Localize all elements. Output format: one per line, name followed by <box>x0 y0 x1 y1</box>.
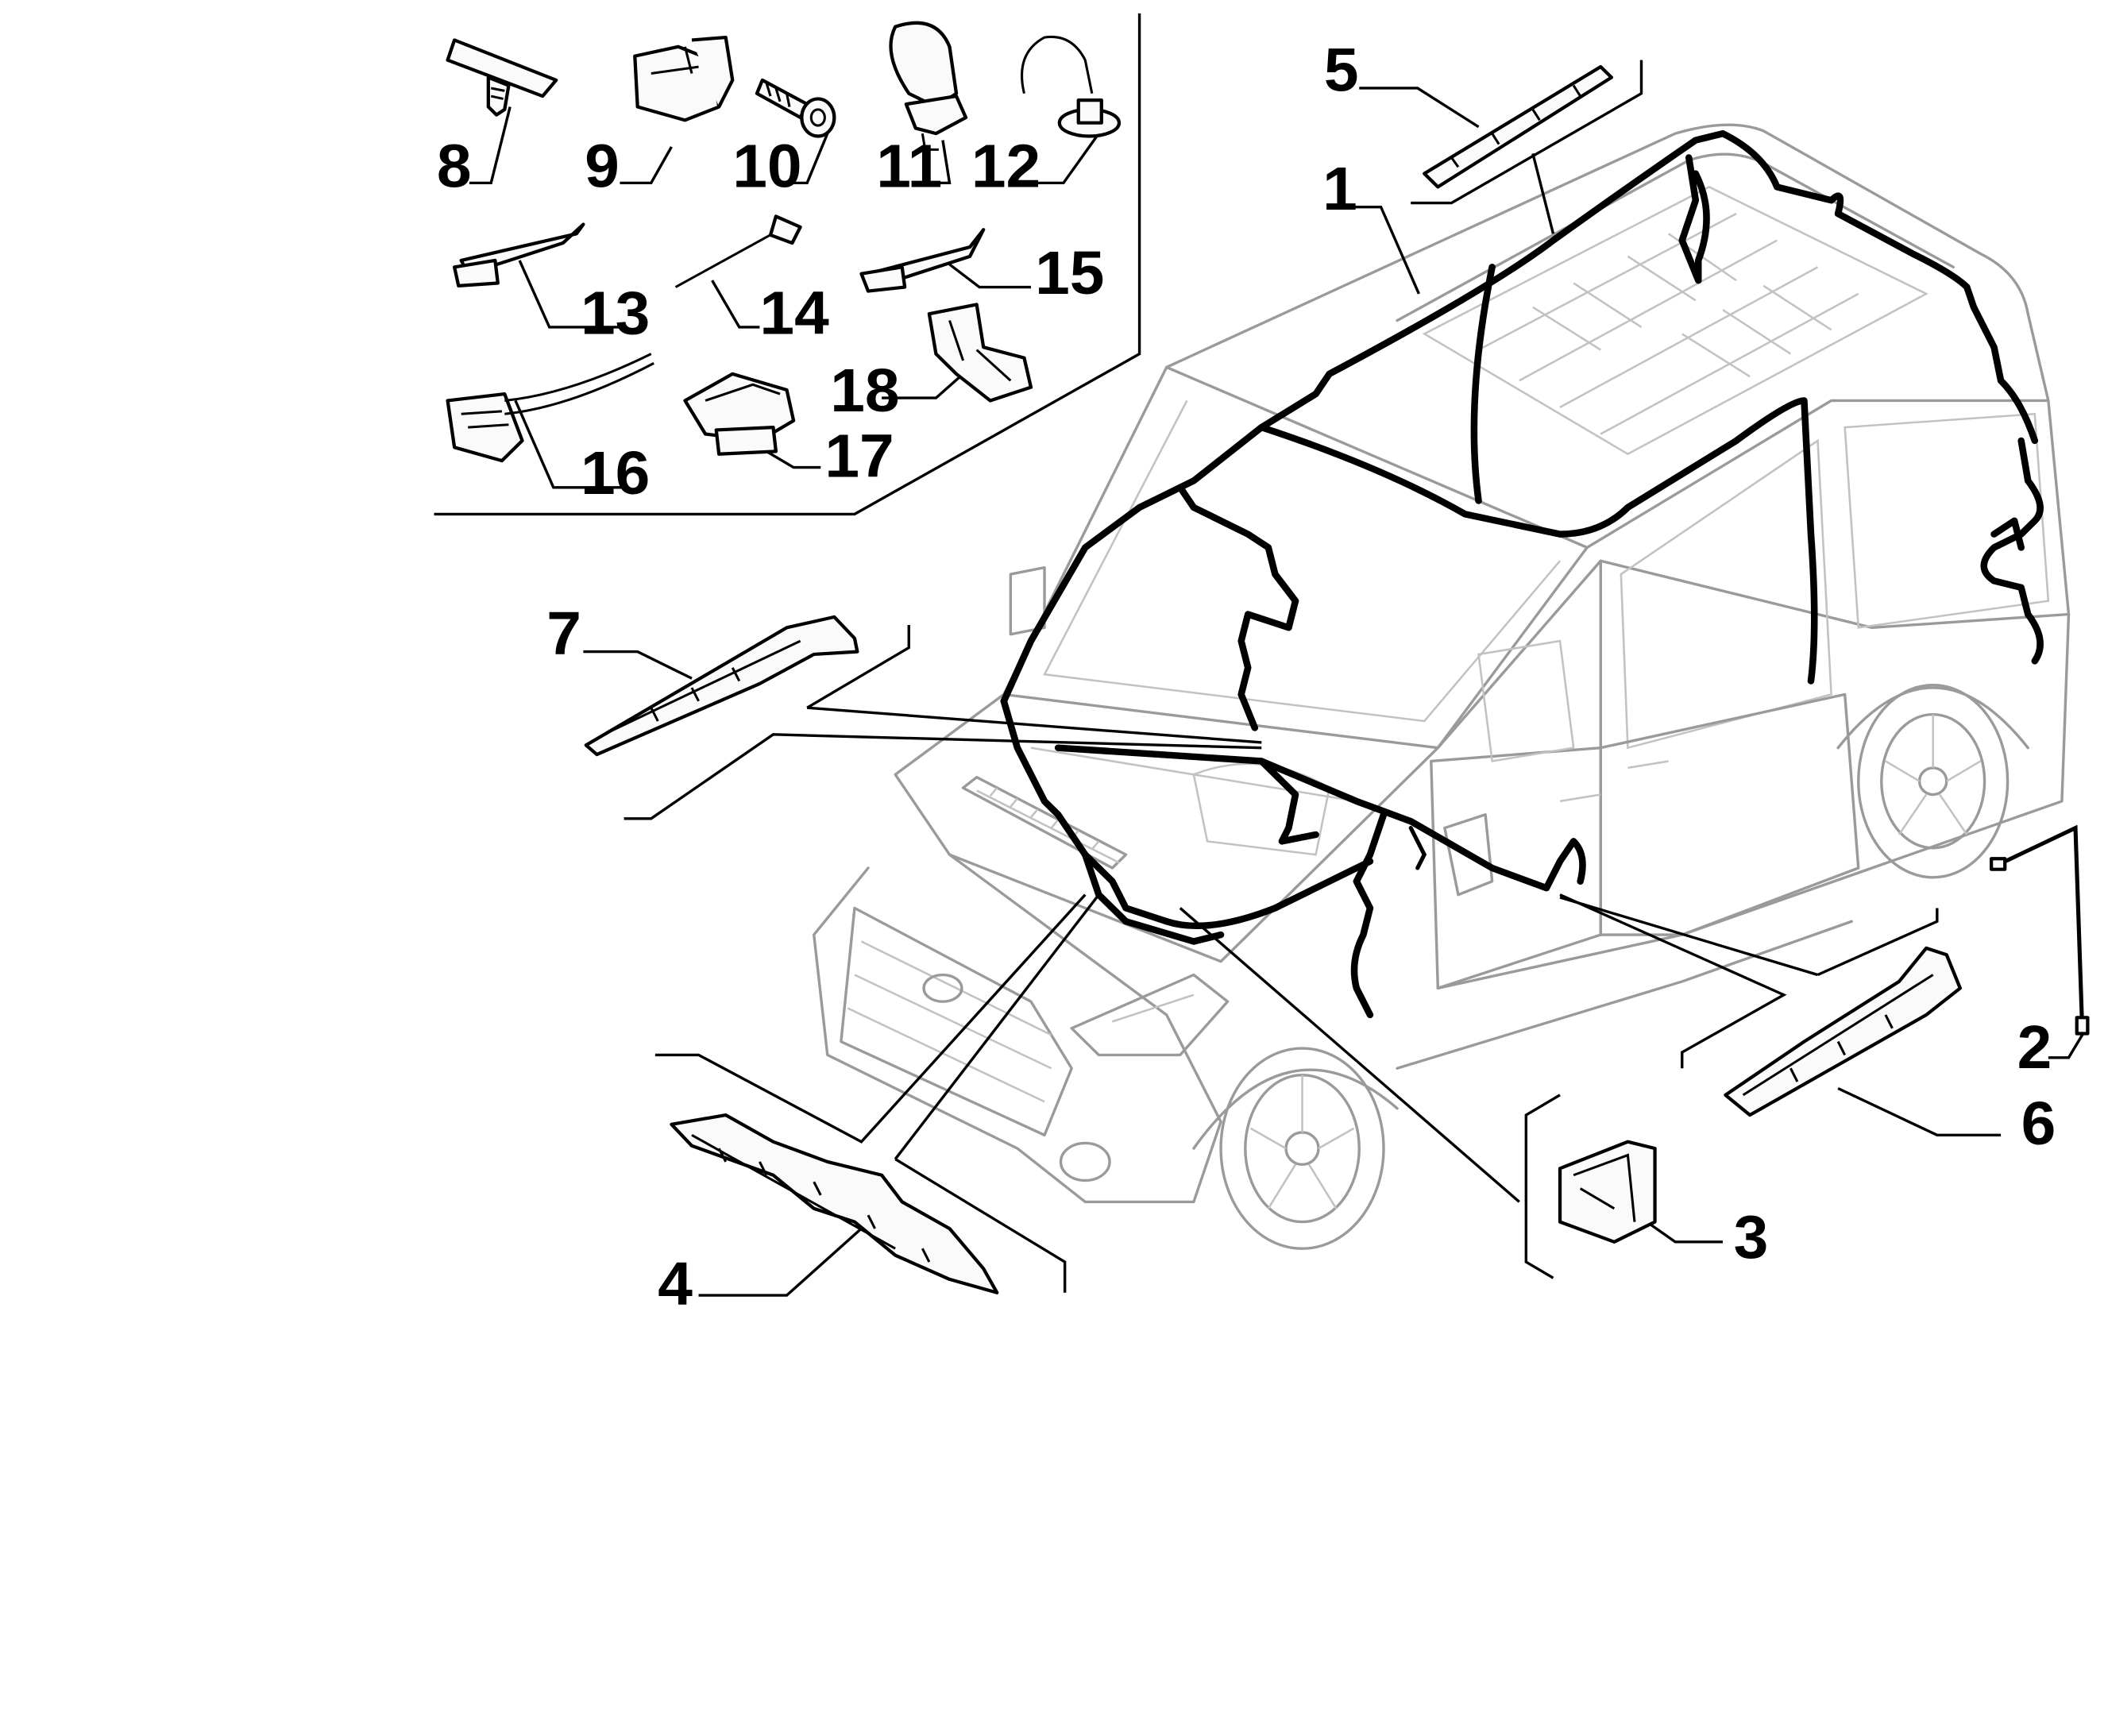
part-5-bracket <box>1423 64 1614 189</box>
callout-17: 17 <box>824 421 894 490</box>
part-10-screw <box>755 78 836 138</box>
callout-15: 15 <box>1035 237 1104 307</box>
callout-1: 1 <box>1322 154 1357 223</box>
callout-2: 2 <box>2017 1013 2052 1082</box>
callout-5: 5 <box>1324 35 1359 104</box>
part-2-cable <box>1989 824 2090 1036</box>
part-13-cable-tie <box>452 222 585 287</box>
part-14-cable-tie <box>674 214 802 288</box>
callout-11: 11 <box>876 131 942 200</box>
part-12-clip <box>1021 35 1122 138</box>
callout-8: 8 <box>437 131 472 200</box>
part-7-bracket <box>584 615 859 757</box>
callout-10: 10 <box>732 131 801 200</box>
main-wiring-harness <box>1000 129 2044 1019</box>
vehicle-outline <box>813 123 2071 1250</box>
part-18-bracket <box>927 303 1033 403</box>
callout-labels: 1 2 3 4 5 6 7 8 9 10 11 12 13 14 15 16 1… <box>437 35 2056 1318</box>
callout-4: 4 <box>658 1248 693 1317</box>
callout-3: 3 <box>1734 1202 1769 1271</box>
callout-9: 9 <box>585 131 620 200</box>
callout-7: 7 <box>546 599 581 668</box>
callout-6: 6 <box>2021 1089 2056 1158</box>
part-15-cable-tie <box>859 228 986 293</box>
part-6-bracket <box>1724 946 1962 1117</box>
part-8-clip <box>446 38 558 117</box>
callout-13: 13 <box>581 278 650 347</box>
small-parts-panel <box>434 13 1141 516</box>
callout-18: 18 <box>830 355 899 424</box>
callout-14: 14 <box>759 278 828 347</box>
part-17-bracket <box>683 372 796 456</box>
leader-lines <box>469 60 2088 1297</box>
part-3-module <box>1558 1140 1657 1244</box>
part-9-clip <box>633 35 735 122</box>
callout-12: 12 <box>971 131 1040 200</box>
callout-16: 16 <box>581 438 650 507</box>
part-4-bracket <box>670 1113 999 1294</box>
part-16-connector <box>446 353 654 463</box>
part-11-cable-tie <box>889 21 968 151</box>
